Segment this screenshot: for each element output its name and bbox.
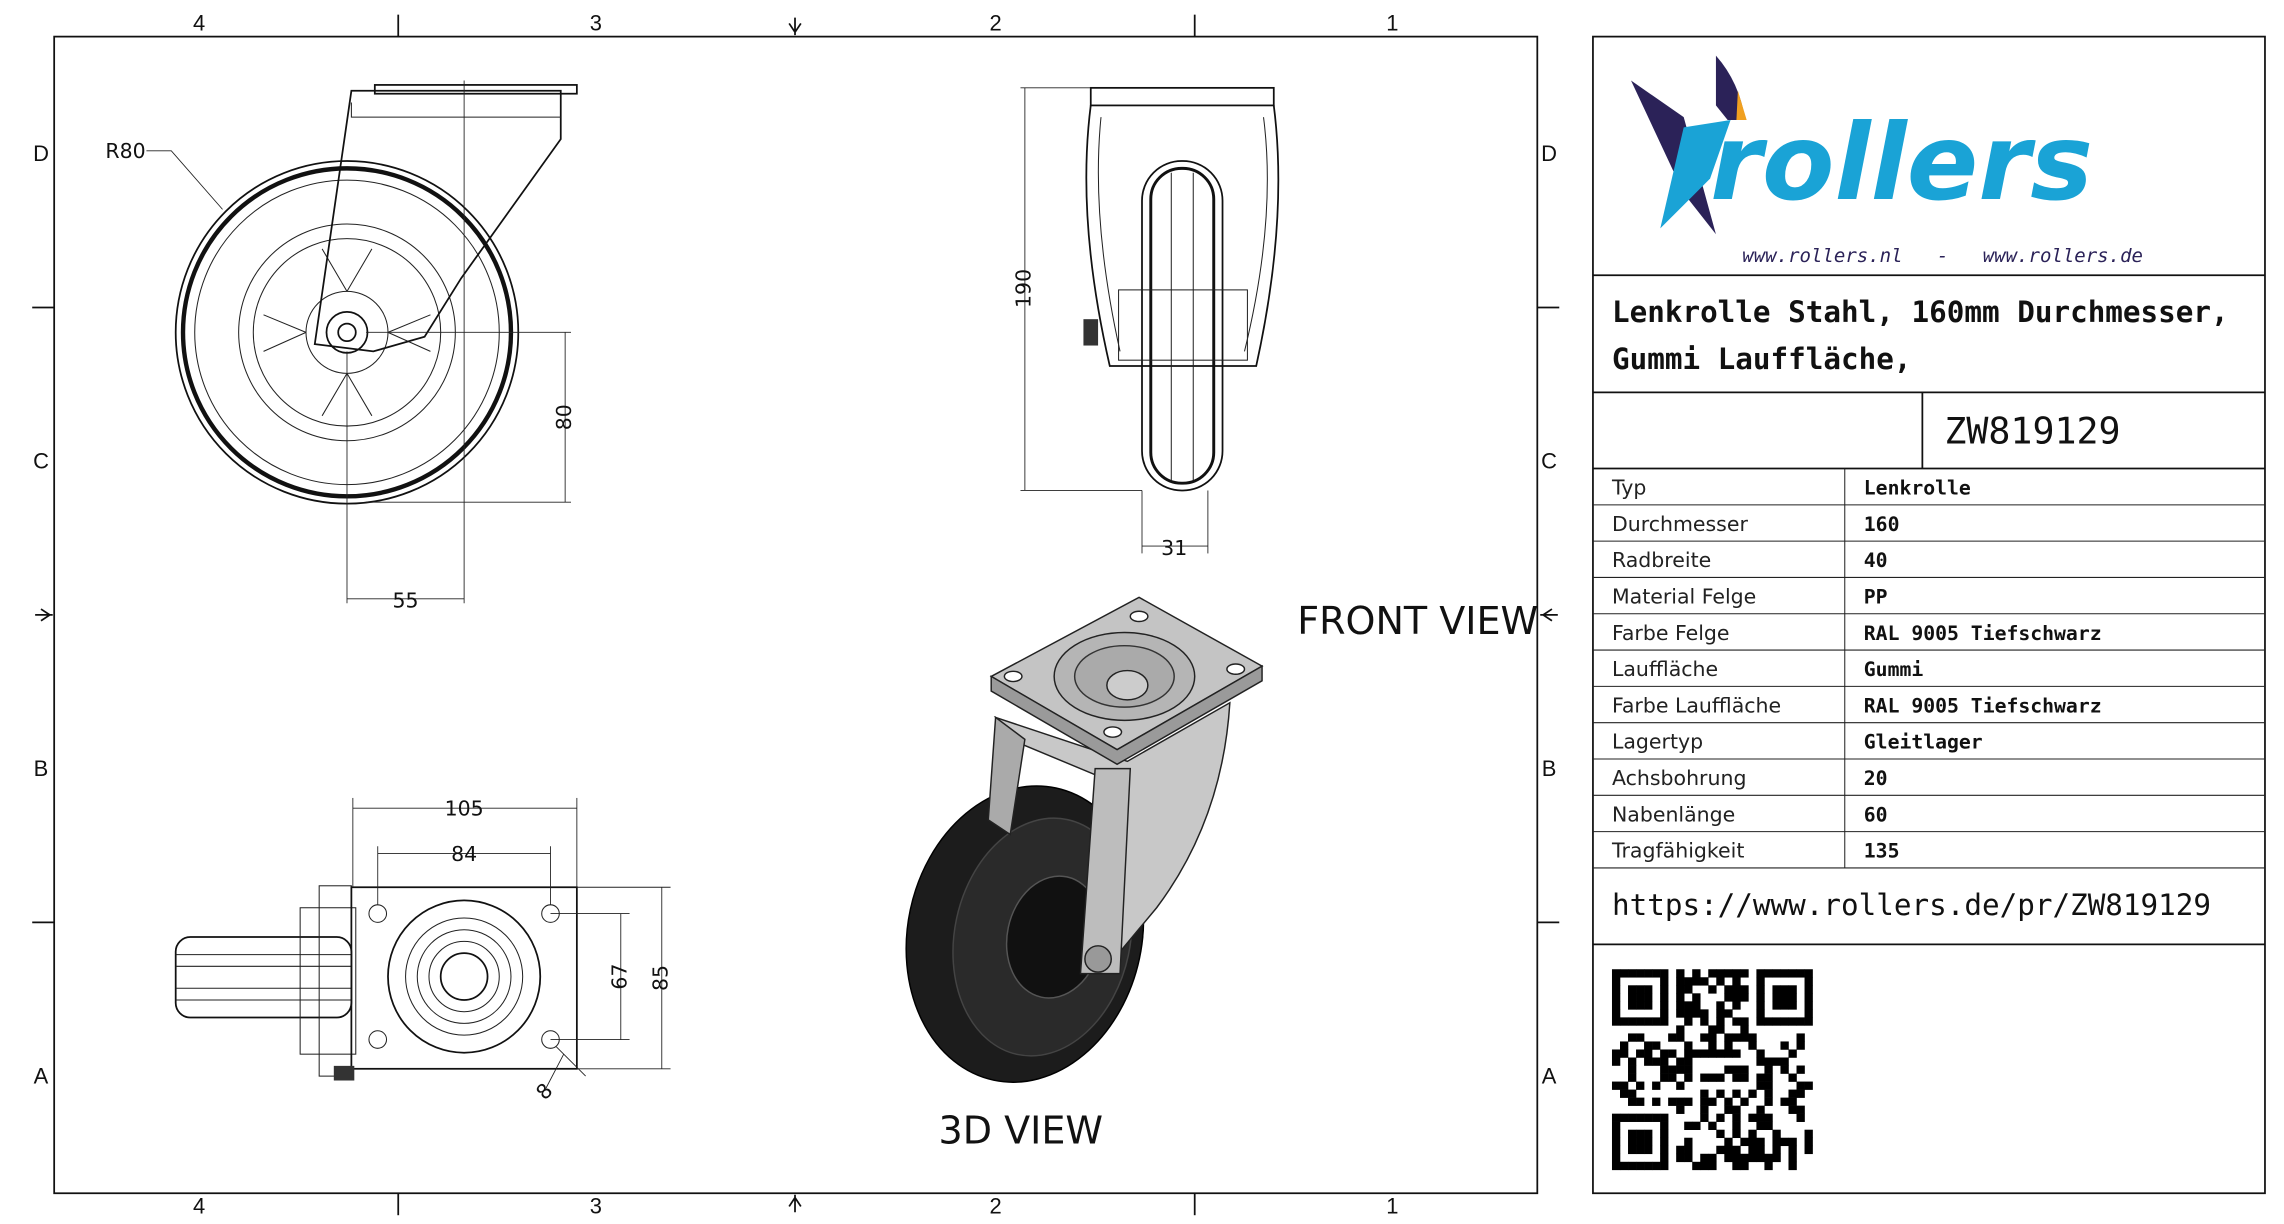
spec-value: 160 [1864,513,1900,536]
col-label: 2 [989,1194,1001,1219]
spec-row: Durchmesser 160 [1592,512,2265,542]
row-label: C [1541,449,1557,474]
description-line-2: Gummi Lauffläche, [1612,342,1912,376]
col-label: 4 [193,1194,205,1219]
col-label: 3 [590,1194,602,1219]
side-view: R80 55 80 [105,80,578,613]
logo-urls: www.rollers.nl - www.rollers.de [1742,245,2143,267]
spec-label: Radbreite [1612,548,1711,572]
spec-row: Typ Lenkrolle [1592,476,2265,506]
spec-label: Typ [1611,476,1646,500]
spec-row: Material Felge PP [1592,585,2265,615]
spec-value: PP [1864,586,1888,609]
spec-value: Gummi [1864,658,1924,681]
dim-front-width: 31 [1161,536,1187,560]
spec-row: Tragfähigkeit 135 [1592,839,2265,869]
col-label: 4 [193,11,205,36]
spec-row: Nabenlänge 60 [1592,802,2265,833]
spec-value: 135 [1864,840,1900,863]
spec-value: 40 [1864,549,1888,572]
spec-value: 60 [1864,803,1888,826]
qr-code[interactable] [1611,969,1813,1171]
dim-side-height: 80 [552,404,576,430]
row-label: C [33,449,49,474]
front-view: 190 31 [1012,86,1280,560]
spec-label: Nabenlänge [1612,802,1735,826]
row-label: D [33,141,49,166]
col-label: 1 [1386,11,1398,36]
zone-labels: 4 3 2 1 4 3 2 1 D C B A D C B A [33,11,1557,1219]
spec-value: Lenkrolle [1864,477,1971,500]
spec-label: Lauffläche [1612,657,1718,681]
row-label: D [1541,141,1557,166]
row-label: B [34,756,49,781]
front-view-label: FRONT VIEW [1297,599,1538,643]
spec-label: Achsbohrung [1612,766,1746,790]
dim-plate-width: 105 [445,797,484,821]
spec-row: Lagertyp Gleitlager [1592,730,2265,760]
article-number: ZW819129 [1944,410,2120,453]
spec-value: RAL 9005 Tiefschwarz [1864,622,2102,645]
dim-side-offset: 55 [393,589,419,613]
top-view: 105 84 67 85 8 [174,797,673,1105]
spec-label: Lagertyp [1612,730,1703,754]
product-url[interactable]: https://www.rollers.de/pr/ZW819129 [1612,888,2211,922]
logo-wordmark: rollers [1710,101,2093,224]
title-block: rollers www.rollers.nl - www.rollers.de … [1592,35,2266,1195]
dim-hole-diameter: 8 [531,1078,557,1104]
spec-label: Durchmesser [1612,512,1748,536]
row-label: A [1542,1063,1557,1088]
3d-view-label: 3D VIEW [938,1108,1103,1152]
dim-radius: R80 [105,139,145,163]
spec-value: RAL 9005 Tiefschwarz [1864,694,2102,717]
row-label: A [34,1063,49,1088]
spec-label: Tragfähigkeit [1611,839,1744,863]
spec-row: Achsbohrung 20 [1592,766,2265,796]
spec-row: Lauffläche Gummi [1592,657,2265,687]
dim-plate-height: 85 [649,965,673,991]
description-line-1: Lenkrolle Stahl, 160mm Durchmesser, [1612,295,2229,329]
spec-label: Farbe Felge [1612,621,1730,645]
spec-row: Farbe Felge RAL 9005 Tiefschwarz [1592,621,2265,651]
zone-ticks [32,14,1560,1216]
spec-value: Gleitlager [1864,731,1983,754]
spec-label: Farbe Lauffläche [1612,693,1781,717]
dim-hole-spacing-x: 84 [451,842,477,866]
spec-row: Farbe Lauffläche RAL 9005 Tiefschwarz [1592,693,2265,724]
3d-view [905,596,1264,1083]
drawing-frame [53,35,1539,1195]
col-label: 1 [1386,1194,1398,1219]
spec-label: Material Felge [1612,585,1756,609]
col-label: 2 [989,11,1001,36]
spec-value: 20 [1864,767,1888,790]
dim-hole-spacing-y: 67 [608,964,632,990]
row-label: B [1542,756,1557,781]
spec-row: Radbreite 40 [1592,548,2265,578]
dim-front-height: 190 [1012,269,1036,308]
logo: rollers www.rollers.nl - www.rollers.de [1631,55,2143,267]
col-label: 3 [590,11,602,36]
